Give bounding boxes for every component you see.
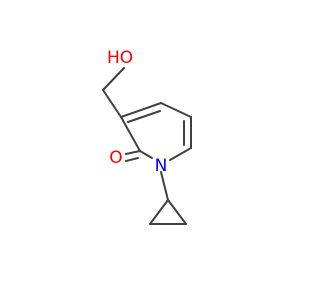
bond-c2-o-a (125, 150, 141, 155)
bond-ch2-c3 (102, 89, 122, 118)
carbonyl-oxygen-label: O (109, 148, 122, 168)
bond-ho-ch2 (102, 67, 125, 91)
bond-c2-c3 (120, 116, 141, 152)
bond-c2-o-b (125, 157, 139, 162)
bond-n-c2 (139, 150, 153, 159)
hydroxyl-label: HO (107, 48, 133, 68)
bond-c4-c5 (160, 102, 192, 118)
bond-cp-3 (167, 199, 187, 225)
bond-n-cp (160, 171, 169, 201)
bond-cp-1 (149, 199, 169, 225)
bond-c6-n (169, 147, 192, 161)
bond-c3-c4 (120, 102, 162, 118)
molecule-structure: HO O N (102, 48, 192, 225)
bonds (102, 67, 192, 225)
ring-nitrogen-label: N (155, 156, 168, 176)
bond-c3-c4-inner (127, 110, 161, 123)
